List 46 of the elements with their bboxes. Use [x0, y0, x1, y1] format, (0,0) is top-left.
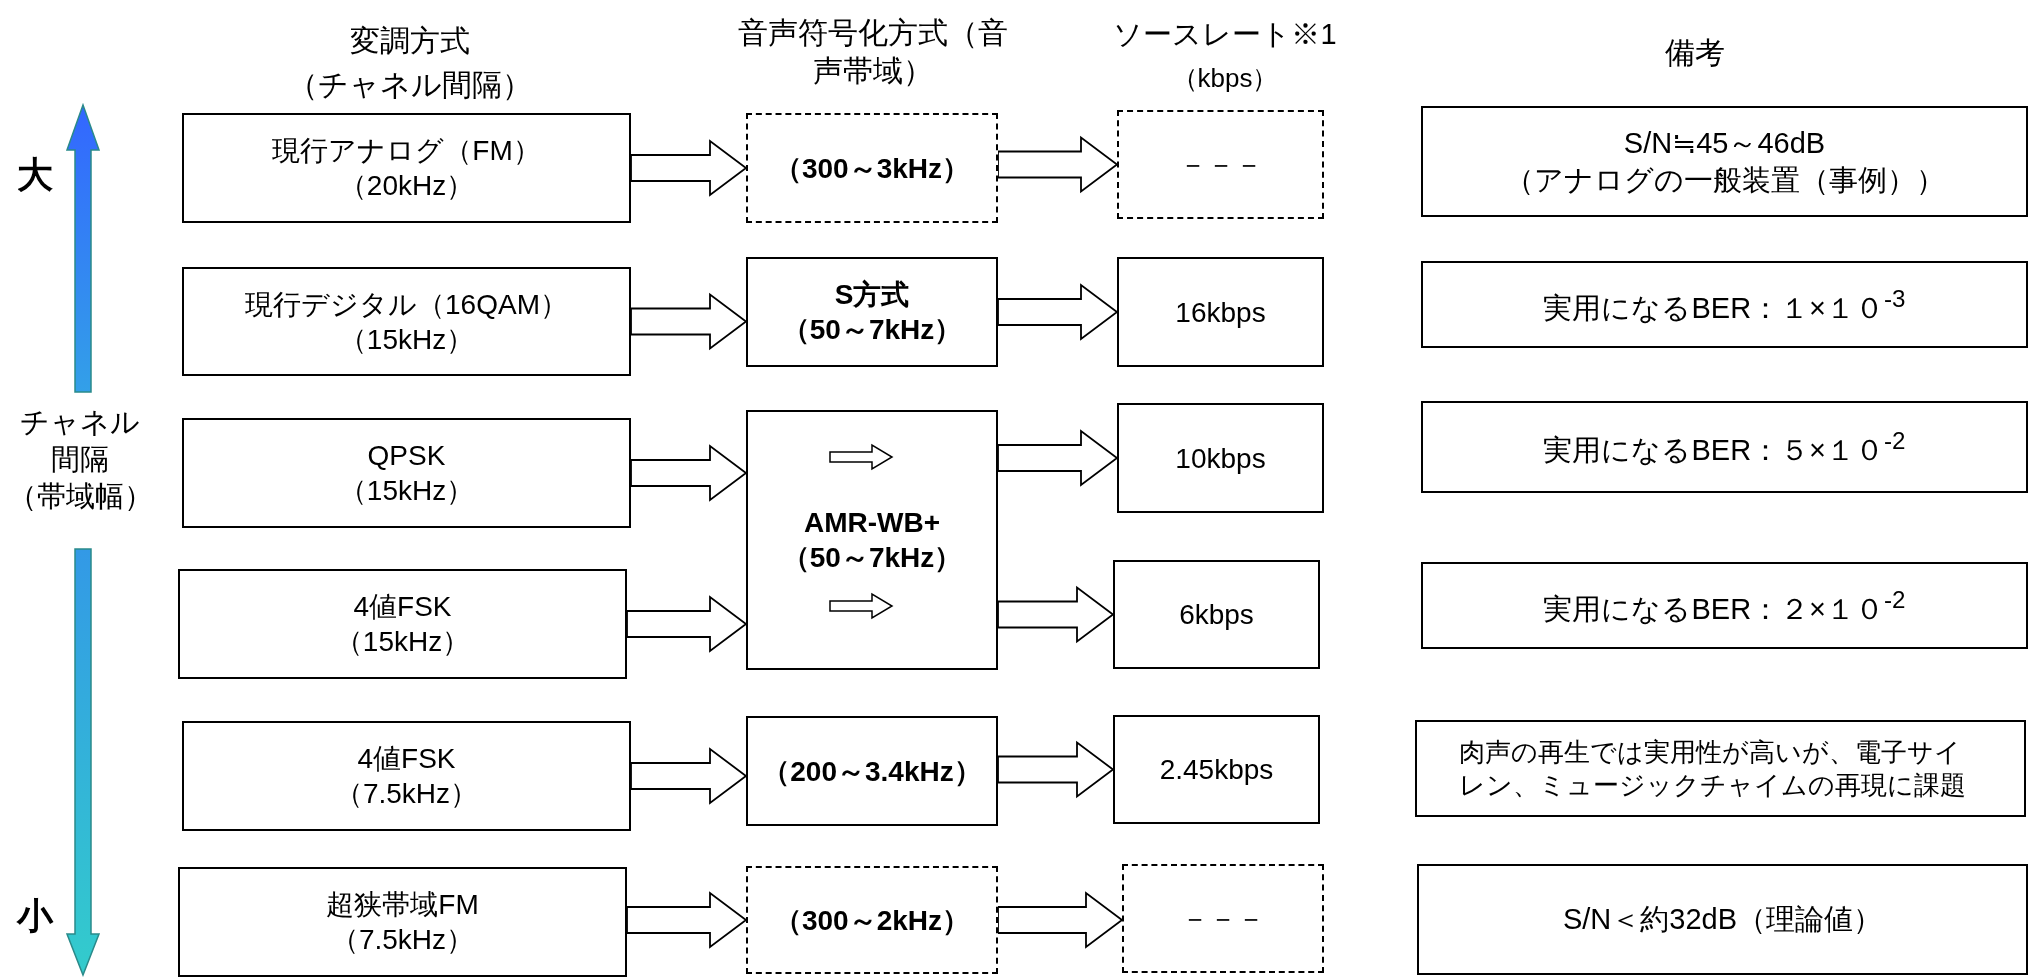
remark-box: S/N≒45～46dB （アナログの一般装置（事例））: [1421, 106, 2028, 217]
block-arrow: [997, 740, 1115, 799]
rate-box: 6kbps: [1113, 560, 1320, 669]
block-arrow: [997, 429, 1119, 487]
column-heading: （チャネル間隔）: [287, 67, 533, 103]
codec-box: （200～3.4kHz）: [746, 716, 998, 826]
codec-box: （300～3kHz）: [746, 113, 998, 223]
modulation-box: 超狭帯域FM （7.5kHz）: [178, 867, 627, 977]
block-arrow: [630, 444, 748, 502]
column-heading: 備考: [1664, 35, 1726, 71]
axis-label: （帯域幅）: [6, 479, 154, 514]
column-heading: 変調方式: [349, 23, 471, 59]
rate-box: －－－: [1117, 110, 1324, 219]
codec-box: AMR-WB+ （50～7kHz）: [746, 410, 998, 670]
block-arrow: [630, 292, 748, 351]
modulation-box: 現行アナログ（FM） （20kHz）: [182, 113, 631, 223]
modulation-box: 4値FSK （7.5kHz）: [182, 721, 631, 831]
rate-box: 16kbps: [1117, 257, 1324, 367]
rate-box: －－－: [1122, 864, 1324, 973]
codec-box: S方式 （50～7kHz）: [746, 257, 998, 367]
axis-label: チャネル: [19, 405, 141, 440]
scale-label: 大: [16, 153, 54, 197]
rate-box: 2.45kbps: [1113, 715, 1320, 824]
remark-box: 肉声の再生では実用性が高いが、電子サイレン、ミュージックチャイムの再現に課題: [1415, 720, 2026, 817]
remark-box: 実用になるBER：５×１０$^{-2}$: [1421, 401, 2028, 493]
block-arrow: [630, 139, 748, 197]
modulation-box: 4値FSK （15kHz）: [178, 569, 627, 679]
axis-label: 間隔: [50, 442, 110, 477]
block-arrow: [997, 135, 1119, 194]
codec-box: （300～2kHz）: [746, 866, 998, 974]
modulation-box: QPSK （15kHz）: [182, 418, 631, 528]
column-heading: ソースレート※1: [1112, 17, 1338, 52]
remark-box: S/N＜約32dB（理論値）: [1417, 864, 2028, 975]
block-arrow: [997, 891, 1124, 949]
scale-label: 小: [15, 894, 55, 938]
block-arrow: [630, 747, 748, 805]
remark-box: 実用になるBER：１×１０$^{-3}$: [1421, 261, 2028, 348]
block-arrow: [626, 595, 748, 653]
column-heading: 音声符号化方式（音声帯域）: [737, 15, 1009, 89]
block-arrow: [997, 283, 1119, 341]
column-heading: （kbps）: [1170, 62, 1280, 95]
block-arrow: [997, 585, 1115, 644]
block-arrow: [626, 891, 748, 949]
remark-box: 実用になるBER：２×１０$^{-2}$: [1421, 562, 2028, 649]
rate-box: 10kbps: [1117, 403, 1324, 513]
modulation-box: 現行デジタル（16QAM） （15kHz）: [182, 267, 631, 376]
